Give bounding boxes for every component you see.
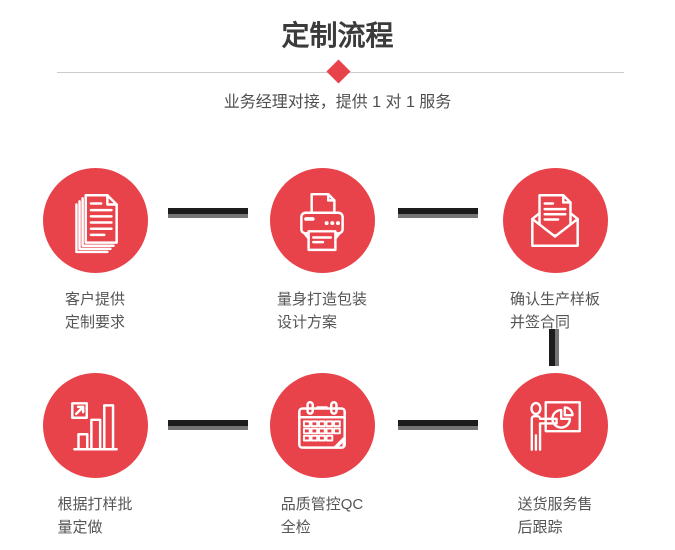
step-label: 根据打样批 量定做	[57, 493, 132, 539]
step-circle	[269, 373, 375, 478]
connector-horizontal	[398, 420, 478, 430]
step-label-line1: 品质管控QC	[280, 496, 364, 513]
step-label-line2: 并签合同	[509, 314, 570, 331]
step-circle	[502, 373, 608, 478]
printer-icon	[300, 192, 344, 251]
envelope-letter-icon	[531, 193, 579, 247]
calendar-icon	[298, 400, 346, 449]
step-packaging-design: 量身打造包装 设计方案	[237, 168, 407, 334]
step-sample-contract: 确认生产样板 并签合同	[470, 168, 640, 334]
step-batch-production: 根据打样批 量定做	[10, 373, 180, 539]
step-label: 客户提供 定制要求	[65, 288, 125, 334]
connector-horizontal	[398, 208, 478, 218]
step-label-line2: 量定做	[57, 519, 103, 536]
page-title: 定制流程	[281, 20, 394, 51]
step-label-line2: 定制要求	[64, 314, 125, 331]
step-label-line2: 全检	[280, 519, 311, 536]
step-label: 确认生产样板 并签合同	[510, 288, 600, 334]
step-circle	[502, 168, 608, 273]
step-customer-requirements: 客户提供 定制要求	[10, 168, 180, 334]
documents-icon	[75, 193, 118, 253]
step-label-line1: 送货服务售	[517, 496, 593, 513]
step-circle	[42, 168, 148, 273]
step-label-line2: 后跟踪	[517, 519, 563, 536]
step-label: 品质管控QC 全检	[281, 493, 364, 539]
step-label: 量身打造包装 设计方案	[277, 288, 367, 334]
step-delivery-aftersales: 送货服务售 后跟踪	[470, 373, 640, 539]
step-label: 送货服务售 后跟踪	[517, 493, 592, 539]
step-label-line1: 根据打样批	[57, 496, 133, 513]
step-label-line1: 客户提供	[64, 291, 125, 308]
step-label-line2: 设计方案	[276, 314, 337, 331]
step-circle	[42, 373, 148, 478]
step-label-line1: 量身打造包装	[276, 291, 367, 308]
connector-horizontal	[168, 420, 248, 430]
diamond-accent-icon	[326, 59, 351, 84]
step-quality-control: 品质管控QC 全检	[237, 373, 407, 539]
step-label-line1: 确认生产样板	[509, 291, 600, 308]
presentation-icon	[530, 400, 581, 451]
connector-vertical	[549, 329, 559, 366]
page-subtitle: 业务经理对接，提供 1 对 1 服务	[223, 94, 452, 111]
step-circle	[269, 168, 375, 273]
growth-chart-icon	[71, 401, 118, 450]
connector-horizontal	[168, 208, 248, 218]
